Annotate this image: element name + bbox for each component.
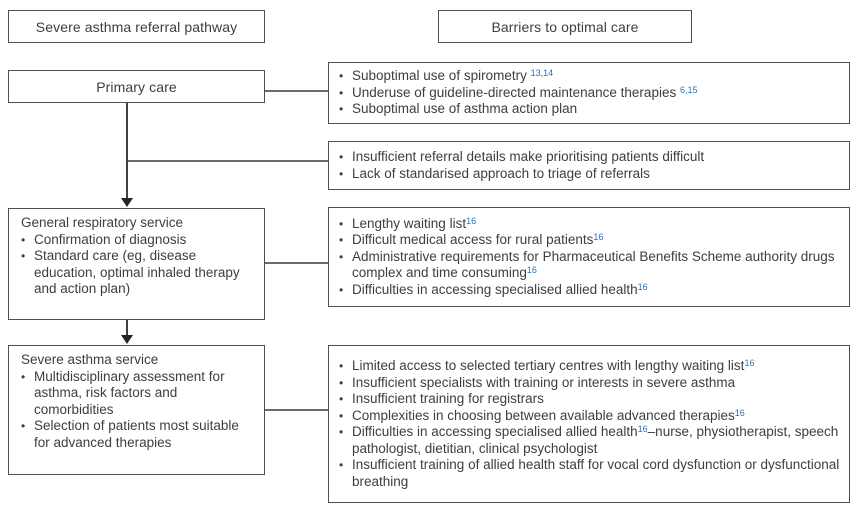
bullet-text: Insufficient training for registrars: [352, 391, 544, 406]
bullet-item: • Insufficient training for registrars: [339, 391, 841, 408]
bullet-text: Standard care (eg, disease education, op…: [34, 248, 240, 296]
barrier-list-referral-triage: • Insufficient referral details make prio…: [339, 149, 841, 182]
bullet-dot-icon: •: [339, 375, 344, 390]
bullet-text: Difficulties in accessing specialised al…: [352, 281, 648, 297]
bullet-item: • Lengthy waiting list16: [339, 216, 841, 233]
bullet-dot-icon: •: [339, 69, 344, 84]
header-right-label: Barriers to optimal care: [491, 18, 639, 35]
bullet-dot-icon: •: [339, 102, 344, 117]
bullet-text: Lack of standarised approach to triage o…: [352, 165, 650, 181]
bullet-item: • Lack of standarised approach to triage …: [339, 166, 841, 183]
bullet-text: Complexities in choosing between availab…: [352, 407, 745, 423]
bullet-item: • Suboptimal use of asthma action plan: [339, 101, 841, 118]
bullet-text: Limited access to selected tertiary cent…: [352, 358, 755, 373]
bullet-item: • Underuse of guideline-directed maintena…: [339, 85, 841, 102]
bullet-text: Difficult medical access for rural patie…: [352, 232, 604, 248]
bullet-dot-icon: •: [21, 232, 26, 247]
bullet-item: • Insufficient specialists with training …: [339, 375, 841, 392]
barrier-list-primary-care: • Suboptimal use of spirometry 13,14 • Unde…: [339, 68, 841, 118]
bullet-dot-icon: •: [21, 369, 26, 384]
bullet-text: Suboptimal use of spirometry 13,14: [352, 68, 554, 84]
bullet-item: • Difficult medical access for rural pati…: [339, 232, 841, 249]
pathway-box-severe-asthma-service: Severe asthma service • Multidisciplinary…: [8, 345, 265, 475]
bullet-item: • Complexities in choosing between availa…: [339, 408, 841, 425]
reference-superscript: 13,14: [530, 68, 554, 79]
barrier-box-general-respiratory: • Lengthy waiting list16 • Difficult medica…: [328, 207, 850, 307]
header-left-label: Severe asthma referral pathway: [35, 18, 238, 35]
bullet-text: Difficulties in accessing specialised al…: [352, 424, 839, 456]
pathway-box-general-respiratory-service: General respiratory service • Confirmatio…: [8, 208, 265, 320]
bullet-item: • Suboptimal use of spirometry 13,14: [339, 68, 841, 85]
reference-superscript: 16: [637, 281, 648, 292]
bullet-item: • Limited access to selected tertiary cen…: [339, 358, 841, 375]
reference-superscript: 6,15: [679, 84, 698, 95]
bullet-text: Confirmation of diagnosis: [34, 231, 187, 247]
bullet-dot-icon: •: [339, 425, 344, 439]
bullet-item: • Difficulties in accessing specialised a…: [339, 282, 841, 299]
bullet-text: Insufficient referral details make prior…: [352, 149, 705, 164]
bullet-text: Underuse of guideline-directed maintenan…: [352, 84, 698, 100]
bullet-item: • Selection of patients most suitable for…: [21, 418, 254, 451]
reference-superscript: 16: [593, 232, 604, 243]
bullet-item: • Insufficient referral details make prio…: [339, 149, 841, 166]
bullet-dot-icon: •: [21, 419, 26, 433]
reference-superscript: 16: [526, 265, 537, 276]
connector-line-primary-to-grs: [126, 103, 128, 199]
barrier-box-severe-asthma: • Limited access to selected tertiary cen…: [328, 345, 850, 503]
bullet-item: • Confirmation of diagnosis: [21, 232, 254, 249]
bullet-dot-icon: •: [339, 216, 344, 231]
bullet-dot-icon: •: [339, 282, 344, 297]
bullet-dot-icon: •: [339, 85, 344, 100]
bullet-dot-icon: •: [339, 392, 344, 406]
bullet-dot-icon: •: [339, 249, 344, 264]
bullet-dot-icon: •: [339, 408, 344, 423]
pathway-box-primary-care: Primary care: [8, 70, 265, 103]
bullet-dot-icon: •: [339, 233, 344, 248]
header-left-pathway: Severe asthma referral pathway: [8, 10, 265, 43]
reference-superscript: 16: [466, 215, 477, 226]
general-respiratory-bullets: • Confirmation of diagnosis • Standard care…: [21, 232, 254, 298]
connector-line-referral-to-barrier2: [126, 160, 328, 162]
barrier-box-referral-triage: • Insufficient referral details make prio…: [328, 141, 850, 190]
bullet-dot-icon: •: [339, 150, 344, 164]
bullet-text: Insufficient training of allied health s…: [352, 457, 840, 489]
reference-superscript: 16: [637, 424, 648, 434]
severe-asthma-bullets: • Multidisciplinary assessment for asthma…: [21, 369, 254, 452]
connector-line-primary-to-barrier1: [265, 90, 328, 92]
primary-care-label: Primary care: [96, 78, 177, 95]
reference-superscript: 16: [744, 358, 755, 368]
connector-line-sas-to-barrier4: [265, 409, 328, 411]
bullet-item: • Standard care (eg, disease education, o…: [21, 248, 254, 298]
bullet-text: Insufficient specialists with training o…: [352, 374, 736, 390]
bullet-dot-icon: •: [339, 458, 344, 472]
bullet-text: Selection of patients most suitable for …: [34, 418, 239, 450]
bullet-text: Suboptimal use of asthma action plan: [352, 101, 578, 117]
bullet-item: • Multidisciplinary assessment for asthma…: [21, 369, 254, 419]
general-respiratory-title: General respiratory service: [21, 215, 184, 230]
connector-line-grs-to-barrier3: [265, 262, 328, 264]
bullet-dot-icon: •: [339, 359, 344, 373]
header-right-barriers: Barriers to optimal care: [438, 10, 692, 43]
arrow-down-icon: [121, 335, 133, 344]
bullet-item: • Administrative requirements for Pharmac…: [339, 249, 841, 282]
arrow-down-icon: [121, 198, 133, 207]
reference-superscript: 16: [734, 407, 745, 418]
barrier-box-primary-care: • Suboptimal use of spirometry 13,14 • Unde…: [328, 62, 850, 124]
barrier-list-general-respiratory: • Lengthy waiting list16 • Difficult medica…: [339, 216, 841, 299]
bullet-text: Multidisciplinary assessment for asthma,…: [34, 368, 225, 417]
bullet-text: Administrative requirements for Pharmace…: [352, 248, 835, 281]
bullet-dot-icon: •: [21, 249, 26, 263]
bullet-item: • Insufficient training of allied health …: [339, 457, 841, 490]
bullet-item: • Difficulties in accessing specialised a…: [339, 424, 841, 457]
bullet-text: Lengthy waiting list16: [352, 215, 477, 231]
bullet-dot-icon: •: [339, 166, 344, 181]
severe-asthma-title: Severe asthma service: [21, 352, 159, 367]
connector-line-grs-to-sas: [126, 320, 128, 337]
barrier-list-severe-asthma: • Limited access to selected tertiary cen…: [339, 358, 841, 490]
